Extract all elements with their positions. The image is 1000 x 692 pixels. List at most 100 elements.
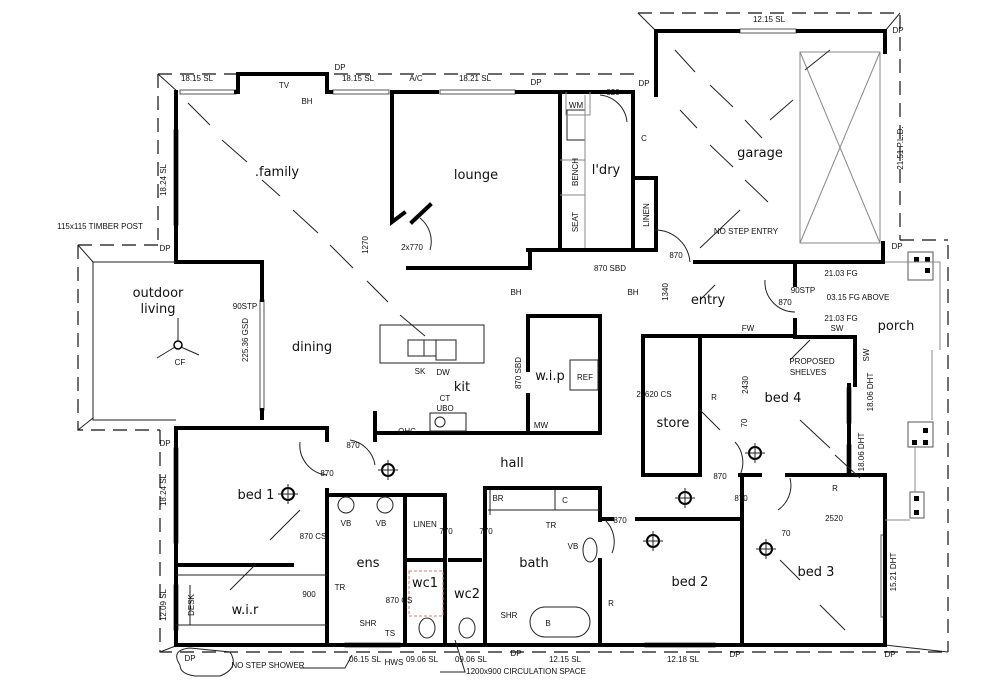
ceiling-fan-icon: [156, 318, 200, 359]
light-icon: [756, 539, 776, 559]
annotation: 18.06 DHT: [857, 433, 866, 472]
annotation: SW: [862, 348, 871, 361]
annotation: SK: [415, 367, 426, 376]
leader-lines: [176, 639, 466, 677]
annotation: OHC: [398, 427, 416, 436]
annotation: DP: [510, 649, 521, 658]
light-fixtures: [156, 318, 776, 559]
annotation: 18.21 SL: [459, 74, 492, 83]
annotation: 18.24 SL: [159, 163, 168, 196]
annotation: FW: [742, 324, 755, 333]
annotation: 70: [740, 418, 749, 427]
annotation: 09.06 SL: [455, 655, 488, 664]
annotation: 18.15 SL: [181, 74, 214, 83]
room-dining: dining: [292, 340, 332, 355]
annotation: B: [545, 619, 550, 628]
annotation: 21.03 FG: [824, 269, 857, 278]
annotation: 03.15 FG ABOVE: [827, 293, 890, 302]
annotation: 18.24 SL: [159, 473, 168, 506]
garage-door-opening: [799, 51, 881, 244]
room-bed1: bed 1: [238, 488, 275, 503]
room-hall: hall: [500, 456, 523, 471]
annotation: DP: [891, 242, 902, 251]
annotations: 18.15 SL TV BH DP 18.15 SL A/C 18.21 SL …: [57, 15, 905, 676]
room-porch: porch: [878, 319, 915, 334]
room-wir: w.i.r: [232, 603, 259, 618]
annotation: TV: [279, 81, 290, 90]
annotation: 12.09 SL: [159, 588, 168, 621]
annotation: VB: [568, 542, 579, 551]
annotation: TR: [546, 521, 557, 530]
annotation: 870 SBD: [514, 357, 523, 389]
annotation: VB: [376, 519, 387, 528]
room-bed2: bed 2: [672, 575, 709, 590]
walls: [174, 29, 887, 647]
annotation: DW: [436, 368, 450, 377]
room-ens: ens: [356, 556, 379, 571]
annotation: 18.06 DHT: [866, 373, 875, 412]
annotation: LINEN: [642, 203, 651, 227]
light-icon: [745, 443, 765, 463]
annotation: 1200x900 CIRCULATION SPACE: [466, 667, 586, 676]
annotation: C: [641, 134, 647, 143]
ceiling-hatch: [187, 49, 861, 631]
room-wc1: wc1: [412, 576, 438, 591]
annotation: 900: [302, 590, 316, 599]
light-icon: [278, 484, 298, 504]
annotation: R: [711, 393, 717, 402]
annotation: VB: [341, 519, 352, 528]
annotation: DP: [638, 79, 649, 88]
annotation: 12.18 SL: [667, 655, 700, 664]
annotation: 12.15 SL: [753, 15, 786, 24]
annotation: R: [832, 484, 838, 493]
annotation: BENCH: [571, 158, 580, 186]
roofline: [77, 12, 950, 653]
room-outdoor: outdoor: [133, 286, 184, 301]
light-icon: [675, 488, 695, 508]
annotation: MW: [534, 421, 549, 430]
annotation: DP: [892, 26, 903, 35]
doors: [299, 94, 796, 554]
room-living: living: [140, 302, 175, 317]
annotation: DP: [184, 654, 195, 663]
annotation: 225.36 GSD: [241, 318, 250, 362]
room-family: .family: [255, 165, 300, 180]
annotation: DP: [729, 650, 740, 659]
annotation: 870: [713, 472, 727, 481]
annotation: CT: [440, 394, 451, 403]
annotation: HWS: [385, 658, 404, 667]
annotation: DP: [884, 650, 895, 659]
annotation: BH: [301, 97, 312, 106]
annotation: 115x115 TIMBER POST: [57, 222, 143, 231]
fridge: [569, 359, 599, 391]
annotation: 2x770: [401, 243, 423, 252]
annotation: C: [562, 496, 568, 505]
annotation: SEAT: [571, 212, 580, 232]
room-bed4: bed 4: [765, 391, 802, 406]
annotation: 21.03 FG: [824, 314, 857, 323]
annotation: 2x620 CS: [636, 390, 671, 399]
annotation: DESK: [187, 593, 196, 615]
annotation: 870 CS: [386, 596, 413, 605]
annotation: 820: [606, 88, 620, 97]
annotation: SHR: [360, 619, 377, 628]
annotation: 770: [439, 527, 453, 536]
annotation: A/C: [409, 74, 423, 83]
annotation: 18.15 SL: [342, 74, 375, 83]
annotation: 870: [669, 251, 683, 260]
annotation: TS: [385, 629, 395, 638]
annotation: CF: [175, 358, 186, 367]
annotation: 09.06 SL: [406, 655, 439, 664]
annotation: BH: [510, 288, 521, 297]
fixtures: [92, 51, 881, 639]
annotation: 770: [479, 527, 493, 536]
bathtub: [529, 606, 591, 638]
annotation: 06.15 SL: [349, 655, 382, 664]
room-entry: entry: [691, 293, 726, 308]
room-wc2: wc2: [454, 587, 480, 602]
room-garage: garage: [737, 146, 783, 161]
annotation: 21.51 P.L.D.: [896, 126, 905, 169]
annotation: DP: [159, 244, 170, 253]
annotation: R: [608, 599, 614, 608]
